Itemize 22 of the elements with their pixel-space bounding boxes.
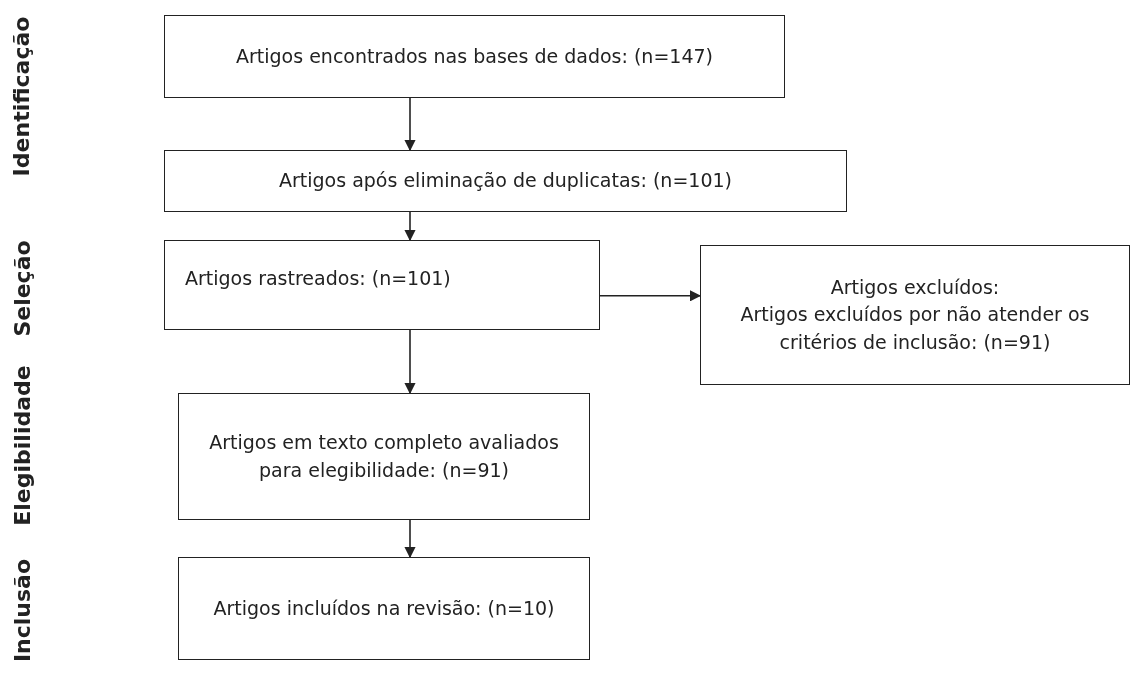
box-text: Artigos encontrados nas bases de dados: (n=147) bbox=[236, 43, 713, 69]
process-box bbox=[700, 245, 1130, 385]
box-text: Artigos após eliminação de duplicatas: (n=101) bbox=[279, 168, 732, 194]
box-text: Artigos em texto completo avaliados para elegibilidade: (n=91) bbox=[208, 429, 560, 483]
arrow bbox=[404, 519, 416, 559]
phase-label: Seleção bbox=[9, 239, 35, 337]
box-text: Artigos rastreados: (n=101) bbox=[185, 266, 451, 291]
process-box bbox=[164, 150, 847, 212]
arrow bbox=[404, 211, 416, 242]
process-box bbox=[164, 15, 785, 98]
box-text: Artigos excluídos por não atender os critérios de inclusão: (n=91) bbox=[739, 302, 1091, 355]
box-heading: Artigos excluídos: bbox=[830, 274, 1000, 300]
arrow bbox=[599, 290, 702, 302]
phase-label: Identificação bbox=[9, 16, 35, 176]
box-text: Artigos incluídos na revisão: (n=10) bbox=[213, 595, 555, 621]
arrow bbox=[404, 329, 416, 395]
process-box bbox=[178, 393, 590, 520]
phase-label: Inclusão bbox=[9, 558, 35, 662]
process-box bbox=[164, 240, 600, 330]
phase-label: Elegibilidade bbox=[9, 364, 35, 526]
arrow bbox=[404, 97, 416, 152]
process-box bbox=[178, 557, 590, 660]
